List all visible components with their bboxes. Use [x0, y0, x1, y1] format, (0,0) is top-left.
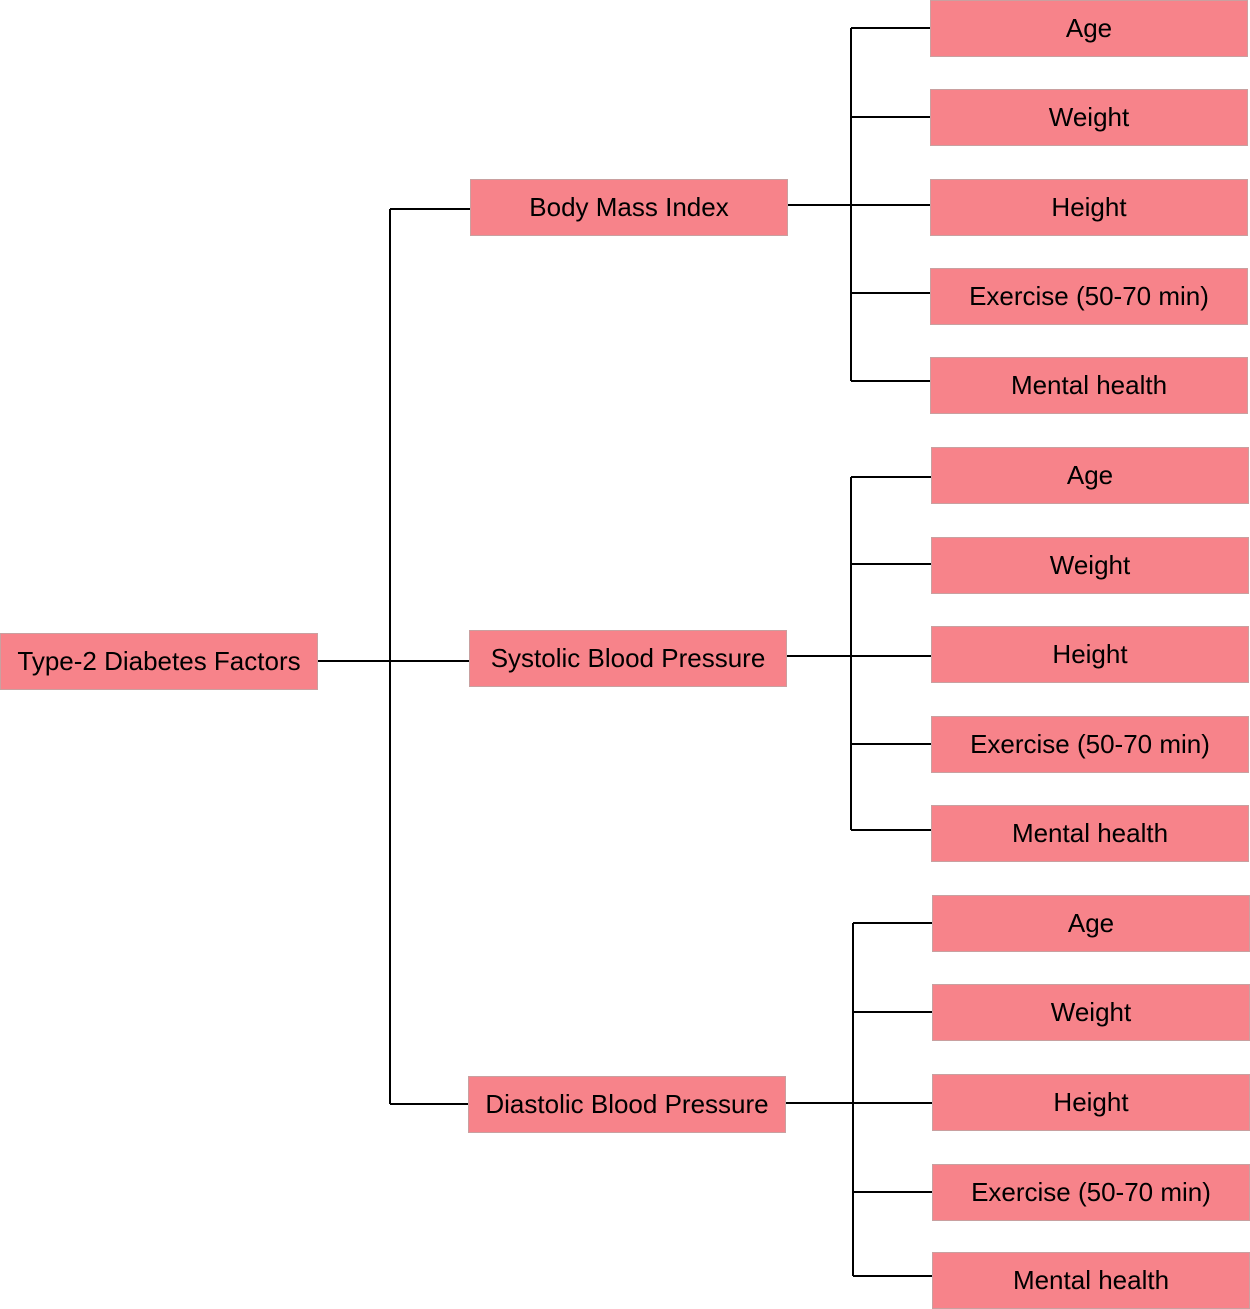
leaf-node: Height: [930, 179, 1248, 236]
leaf-node: Height: [932, 1074, 1250, 1131]
leaf-node: Exercise (50-70 min): [930, 268, 1248, 325]
category-node-diastolic-blood-pressure: Diastolic Blood Pressure: [468, 1076, 786, 1133]
leaf-node: Age: [930, 0, 1248, 57]
leaf-node: Weight: [930, 89, 1248, 146]
leaf-node: Height: [931, 626, 1249, 683]
leaf-node: Mental health: [930, 357, 1248, 414]
category-node-body-mass-index: Body Mass Index: [470, 179, 788, 236]
category-node-systolic-blood-pressure: Systolic Blood Pressure: [469, 630, 787, 687]
root-node: Type-2 Diabetes Factors: [0, 633, 318, 690]
leaf-node: Weight: [931, 537, 1249, 594]
leaf-node: Exercise (50-70 min): [931, 716, 1249, 773]
leaf-node: Weight: [932, 984, 1250, 1041]
leaf-node: Mental health: [932, 1252, 1250, 1309]
leaf-node: Age: [932, 895, 1250, 952]
leaf-node: Exercise (50-70 min): [932, 1164, 1250, 1221]
leaf-node: Age: [931, 447, 1249, 504]
leaf-node: Mental health: [931, 805, 1249, 862]
